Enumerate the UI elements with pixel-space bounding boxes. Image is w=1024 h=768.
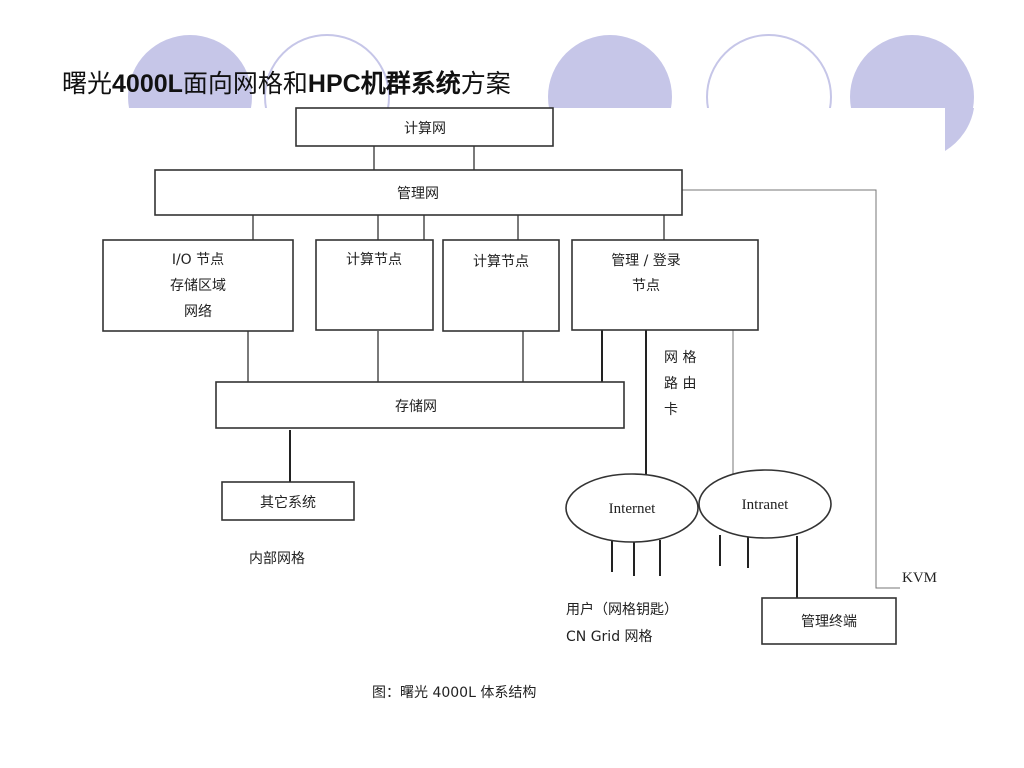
- compute-node-2-label: 计算节点: [473, 254, 529, 270]
- internal-grid-label: 内部网格: [249, 551, 305, 567]
- intranet-node: Intranet: [698, 469, 832, 539]
- grid-router-line-2: 路 由: [664, 376, 696, 392]
- compute-network-label: 计算网: [404, 121, 446, 137]
- deco-circle-5-tail: [945, 108, 974, 151]
- intranet-label: Intranet: [742, 497, 789, 513]
- login-node-line-1: 管理 / 登录: [611, 253, 681, 269]
- kvm-label: KVM: [902, 570, 937, 586]
- io-node-line-3: 网络: [184, 304, 212, 320]
- management-network-label: 管理网: [397, 186, 439, 202]
- other-system-box: 其它系统: [221, 481, 355, 521]
- compute-network-box: 计算网: [295, 107, 554, 147]
- compute-node-1-label: 计算节点: [346, 252, 402, 268]
- grid-router-line-1: 网 格: [664, 350, 696, 366]
- management-terminal-label: 管理终端: [801, 614, 857, 630]
- management-terminal-box: 管理终端: [761, 597, 897, 645]
- login-node-box: 管理 / 登录 节点: [571, 239, 759, 331]
- compute-node-1-box: 计算节点: [315, 239, 434, 331]
- users-line-1: 用户（网格钥匙）: [566, 601, 678, 618]
- compute-node-2-box: 计算节点: [442, 239, 560, 332]
- grid-router-line-3: 卡: [664, 402, 678, 418]
- users-line-2: CN Grid 网格: [566, 629, 653, 645]
- io-node-line-1: I/O 节点: [172, 252, 224, 268]
- other-system-label: 其它系统: [260, 494, 316, 511]
- io-node-line-2: 存储区域: [170, 278, 226, 294]
- login-node-line-2: 节点: [632, 278, 660, 294]
- internet-label: Internet: [609, 501, 656, 517]
- page-title: 曙光4000L面向网格和HPC机群系统方案: [62, 69, 511, 98]
- io-node-box: I/O 节点 存储区域 网络: [102, 239, 294, 332]
- storage-network-box: 存储网: [215, 381, 625, 429]
- storage-network-label: 存储网: [395, 399, 437, 415]
- management-network-box: 管理网: [154, 169, 683, 216]
- internet-node: Internet: [565, 473, 699, 543]
- figure-caption: 图：曙光 4000L 体系结构: [372, 685, 536, 701]
